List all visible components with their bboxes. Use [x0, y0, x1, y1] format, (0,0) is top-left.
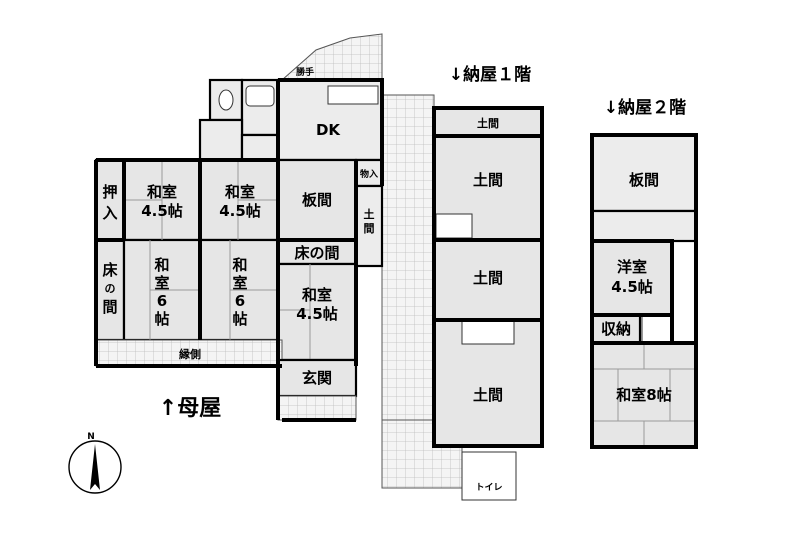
washitsu-d-label-4: 帖	[232, 310, 247, 328]
doma-side-room	[354, 184, 384, 268]
annex1-stair-2	[461, 319, 515, 345]
heading-main-house: ↑母屋	[159, 396, 221, 421]
washitsu-c-label-3: 6	[157, 292, 167, 310]
tatami-lines	[124, 160, 311, 360]
washitsu-c-label-4: 帖	[154, 310, 169, 328]
annex2-washitsu8-label: 和室8帖	[616, 386, 671, 404]
tokonoma-label: 床の間	[294, 244, 339, 262]
annex1-doma-2-label: 土間	[473, 269, 503, 287]
katte-label: 勝手	[296, 66, 314, 78]
tokonoma-left-label-1: 床	[102, 261, 118, 279]
heading-annex-floor1: ↓納屋１階	[449, 64, 531, 85]
washitsu-e-label-1: 和室	[302, 286, 332, 304]
washitsu-d-label-1: 和	[232, 256, 247, 274]
washitsu-c-label-1: 和	[154, 256, 169, 274]
genkan-step	[277, 395, 357, 421]
washitsu-e-label-2: 4.5帖	[296, 305, 338, 323]
annex2-stair	[641, 314, 673, 344]
bathtub	[245, 85, 275, 107]
washitsu-a-label-2: 4.5帖	[141, 202, 183, 220]
hall-small	[240, 133, 280, 162]
washitsu-a-label-1: 和室	[147, 183, 177, 201]
monoire-label: 物入	[360, 168, 378, 180]
annex2-yoshitsu-label-2: 4.5帖	[611, 278, 653, 296]
annex2-walls	[590, 133, 698, 449]
engawa-label: 縁側	[179, 347, 201, 361]
annex2-shuno-label: 収納	[601, 320, 631, 338]
annex1-toilet-room	[461, 451, 517, 501]
washitsu-c-label-2: 室	[154, 274, 169, 292]
compass-needle	[90, 444, 100, 490]
engawa-room	[95, 339, 283, 367]
washitsu-d-label-2: 室	[232, 274, 247, 292]
annex2-tatami-lines	[592, 343, 696, 447]
tokonoma-left-label-2: の	[105, 282, 116, 295]
heading-annex-floor2: ↓納屋２階	[604, 97, 686, 118]
washitsu-b-label-1: 和室	[225, 183, 255, 201]
doma-side-label-1: 土	[364, 207, 375, 221]
washroom	[198, 118, 244, 162]
annex2-itama-label: 板間	[629, 171, 659, 189]
toilet-fixture	[218, 89, 234, 111]
annex2-hall	[590, 209, 698, 243]
main-walls	[94, 78, 384, 422]
compass	[68, 440, 122, 494]
annex1-doma-top-label: 土間	[477, 116, 499, 130]
annex2-yoshitsu-room	[590, 239, 674, 317]
oshiire-label-2: 入	[102, 204, 117, 222]
kitchen-counter	[327, 85, 379, 105]
annex1-doma-3-label: 土間	[473, 386, 503, 404]
itama-label: 板間	[302, 191, 332, 209]
washitsu-b-label-2: 4.5帖	[219, 202, 261, 220]
annex1-walls	[432, 106, 544, 448]
washitsu-e-room	[276, 262, 358, 362]
doma-side-label-2: 間	[364, 222, 375, 235]
annex1-stair-1	[435, 213, 473, 239]
annex2-yoshitsu-label-1: 洋室	[617, 258, 647, 276]
oshiire-label-1: 押	[102, 183, 117, 201]
washitsu-d-label-3: 6	[235, 292, 245, 310]
tokonoma-left-label-3: 間	[102, 298, 117, 316]
dk-label: DK	[316, 121, 341, 139]
annex1-doma-1-label: 土間	[473, 171, 503, 189]
annex1-toilet-label: トイレ	[475, 482, 502, 493]
genkan-label: 玄関	[302, 369, 332, 387]
compass-north-label: N	[87, 432, 95, 442]
